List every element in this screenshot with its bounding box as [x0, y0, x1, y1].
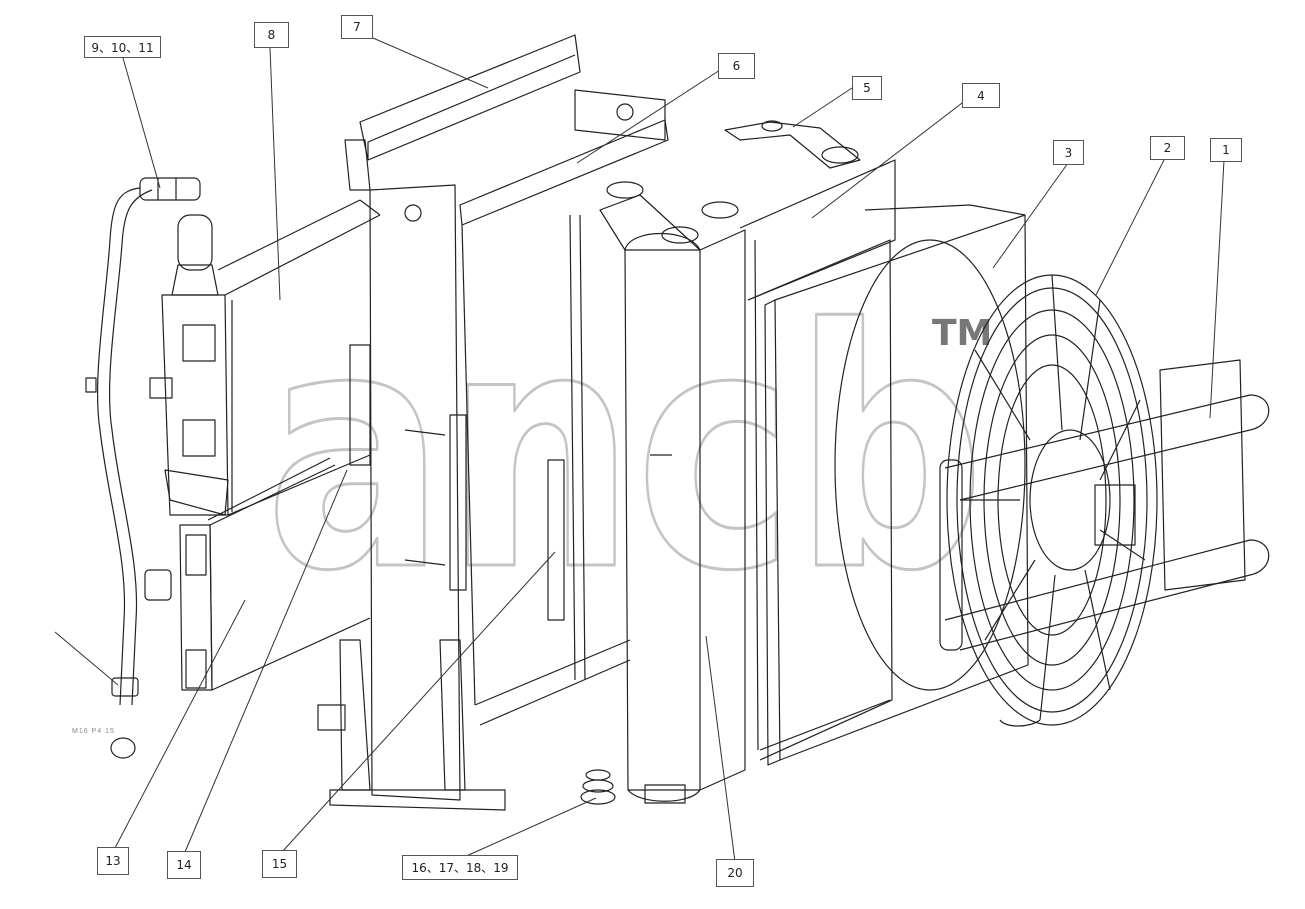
- callout-8: 8: [254, 22, 289, 48]
- callout-6: 6: [718, 53, 755, 79]
- callout-2: 2: [1150, 136, 1185, 160]
- part-shroud-3: [764, 204, 1029, 766]
- leader-6: [576, 69, 721, 164]
- leader-8: [269, 47, 281, 301]
- leader-14: [184, 469, 348, 853]
- leader-5: [792, 87, 853, 128]
- part-bracket-5: [724, 120, 861, 169]
- watermark: ancb TM: [264, 258, 993, 645]
- leader-7: [372, 37, 489, 89]
- part-fan-2: [946, 274, 1158, 727]
- callout-13: 13: [97, 847, 129, 875]
- callout-14: 14: [167, 851, 201, 879]
- part-core-4: [747, 239, 893, 761]
- leader-13: [114, 599, 246, 849]
- leader-15: [281, 551, 556, 853]
- part-frame-6: [459, 89, 669, 726]
- part-mount-16-19: [580, 769, 616, 805]
- callout-20: 20: [716, 859, 754, 887]
- part-lower-cooler-13-14: [179, 457, 371, 691]
- leader-3: [992, 162, 1069, 269]
- callout-1: 1: [1210, 138, 1242, 162]
- leader-1: [1209, 159, 1225, 419]
- part-upper-cooler-8: [149, 199, 381, 516]
- callout-16-19: 16、17、18、19: [402, 855, 518, 880]
- leader-16-19: [461, 797, 597, 859]
- callout-5: 5: [852, 76, 882, 100]
- part-side-frame-15: [317, 184, 565, 811]
- leader-20: [705, 635, 736, 863]
- callout-4: 4: [962, 83, 1000, 108]
- callout-9-10-11: 9、10、11: [84, 36, 161, 58]
- leader-left: [54, 631, 119, 686]
- leader-2: [1095, 157, 1166, 296]
- part-radiator-20: [599, 146, 896, 804]
- watermark-trademark: TM: [932, 313, 992, 354]
- leader-lines: [54, 37, 1225, 863]
- leader-4: [811, 99, 967, 219]
- callout-15: 15: [262, 850, 297, 878]
- leader-9-10-11: [122, 57, 161, 189]
- small-part-mark: M16 P4 15: [72, 728, 115, 735]
- part-hose-9-10-11: [85, 177, 201, 759]
- part-rail-7: [344, 34, 581, 191]
- callout-3: 3: [1053, 140, 1084, 165]
- callout-7: 7: [341, 15, 373, 39]
